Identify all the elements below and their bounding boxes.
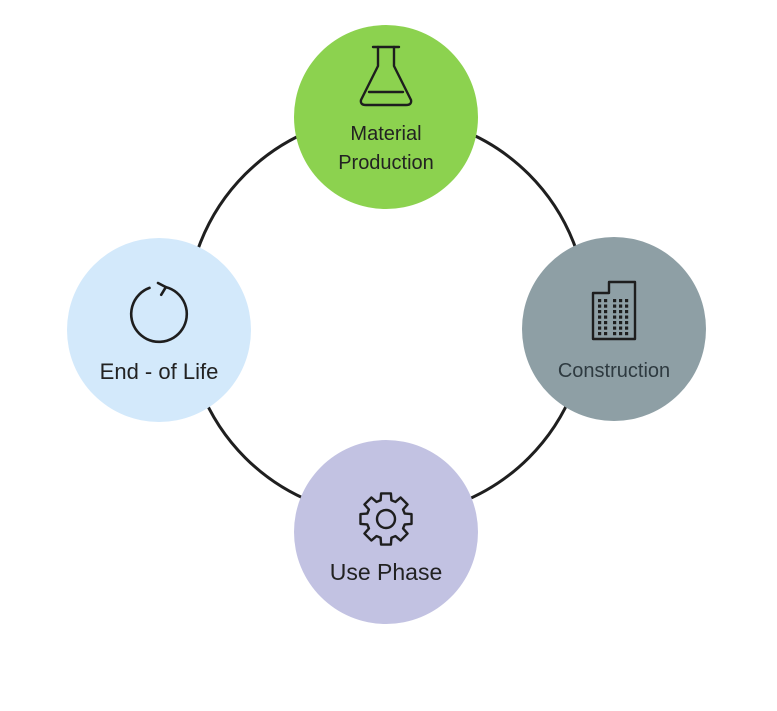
building-window: [619, 298, 623, 302]
building-window: [604, 309, 608, 313]
building-window: [625, 298, 629, 302]
building-window: [613, 320, 617, 324]
building-icon: [591, 280, 637, 340]
flask-icon: [359, 45, 413, 107]
building-window: [598, 304, 602, 308]
building-window: [619, 320, 623, 324]
building-window: [604, 315, 608, 319]
building-window: [619, 326, 623, 330]
building-window: [598, 326, 602, 330]
node-material-production: Material Production: [294, 25, 478, 209]
building-window: [604, 304, 608, 308]
building-window: [613, 298, 617, 302]
building-window: [625, 304, 629, 308]
building-window: [598, 298, 602, 302]
node-use-phase: Use Phase: [294, 440, 478, 624]
building-window: [598, 315, 602, 319]
building-window: [604, 298, 608, 302]
building-window: [625, 320, 629, 324]
building-window: [625, 309, 629, 313]
node-end-of-life: End - of Life: [67, 238, 251, 422]
building-window: [625, 315, 629, 319]
building-window: [598, 320, 602, 324]
building-window: [613, 326, 617, 330]
building-window: [619, 304, 623, 308]
building-window: [604, 331, 608, 335]
node-label: End - of Life: [99, 358, 219, 384]
node-construction: Construction: [522, 237, 706, 421]
building-window: [604, 320, 608, 324]
building-window: [613, 304, 617, 308]
node-label: Material Production: [338, 123, 434, 174]
node-label: Construction: [557, 359, 671, 382]
building-window: [625, 331, 629, 335]
building-window: [613, 315, 617, 319]
building-window: [613, 331, 617, 335]
building-window: [625, 326, 629, 330]
building-window: [598, 331, 602, 335]
building-window: [619, 315, 623, 319]
building-window: [604, 326, 608, 330]
gear-icon: [359, 491, 413, 546]
building-window: [619, 309, 623, 313]
node-label: Use Phase: [329, 558, 443, 585]
refresh-icon: [129, 281, 189, 343]
building-window: [598, 309, 602, 313]
building-window: [613, 309, 617, 313]
building-window: [619, 331, 623, 335]
